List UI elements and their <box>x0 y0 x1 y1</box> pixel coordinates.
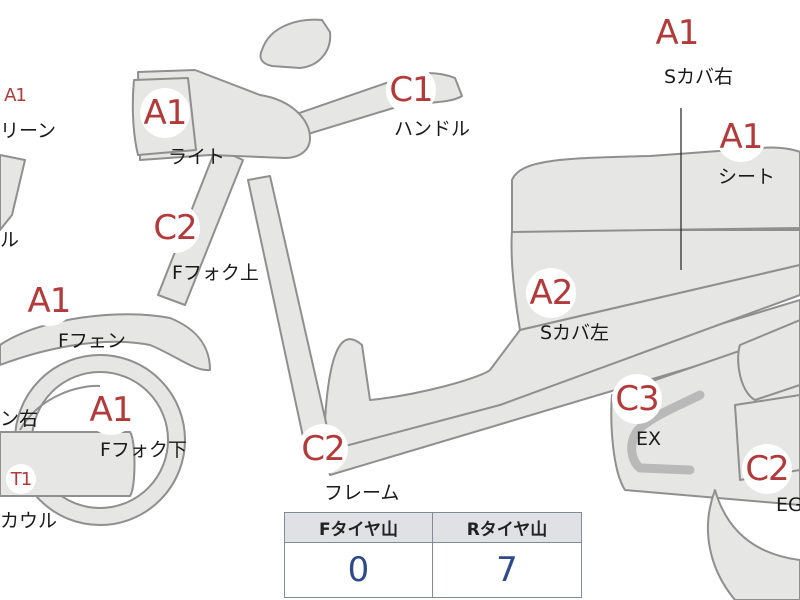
front-fender-shape <box>0 313 211 372</box>
part-label-seat: シート <box>718 166 776 188</box>
seat-shape <box>511 146 800 233</box>
front-tire-value: 0 <box>285 543 433 597</box>
part-label-handle: ハンドル <box>394 118 471 140</box>
part-label-f-fork-upper: Fフォク上 <box>172 262 259 284</box>
down-tube-shape <box>247 175 331 447</box>
rear-wheel-shape <box>706 489 800 600</box>
part-label-left-edge: ル <box>0 229 20 251</box>
front-tire-header: Fタイヤ山 <box>285 513 433 543</box>
part-label-f-fork-lower: Fフォク下 <box>100 439 187 461</box>
grade-badge-frame: C2 <box>298 424 348 474</box>
exhaust-pipe-shape <box>627 390 705 475</box>
part-label-cowl-right: ン右 <box>0 408 39 430</box>
part-label-frame: フレーム <box>324 482 400 504</box>
body-lower-shape <box>324 264 800 451</box>
part-label-f-fender: Fフェン <box>58 330 126 352</box>
tire-tread-table: Fタイヤ山 Rタイヤ山 0 7 <box>284 512 582 598</box>
grade-badge-screen: A1 <box>0 80 30 110</box>
grade-badge-s-cover-left: A2 <box>526 268 576 318</box>
grade-badge-f-fork-upper: C2 <box>150 203 200 253</box>
part-label-s-cover-right: Sカバ右 <box>664 66 734 88</box>
part-label-light: ライト <box>168 146 226 168</box>
part-label-eg: EG <box>776 494 800 516</box>
part-label-s-cover-left: Sカバ左 <box>540 322 610 344</box>
windscreen-shape <box>259 18 332 69</box>
grade-badge-seat: A1 <box>716 112 766 162</box>
engine-block-shape <box>737 319 800 401</box>
part-label-ex: EX <box>636 428 662 450</box>
rear-tire-value: 7 <box>496 550 518 590</box>
rear-tire-header: Rタイヤ山 <box>433 513 581 543</box>
grade-badge-ex: C3 <box>612 374 662 424</box>
grade-badge-cowl: T1 <box>6 464 36 494</box>
part-label-cowl: カウル <box>0 510 58 532</box>
part-label-screen: リーン <box>0 120 57 142</box>
grade-badge-f-fork-lower: A1 <box>86 385 136 435</box>
grade-badge-eg: C2 <box>742 444 792 494</box>
grade-badge-light: A1 <box>140 88 190 138</box>
grade-badge-f-fender: A1 <box>24 276 74 326</box>
left-screen-shape <box>0 154 26 231</box>
grade-badge-handle: C1 <box>386 65 436 115</box>
grade-badge-s-cover-right: A1 <box>652 8 702 58</box>
